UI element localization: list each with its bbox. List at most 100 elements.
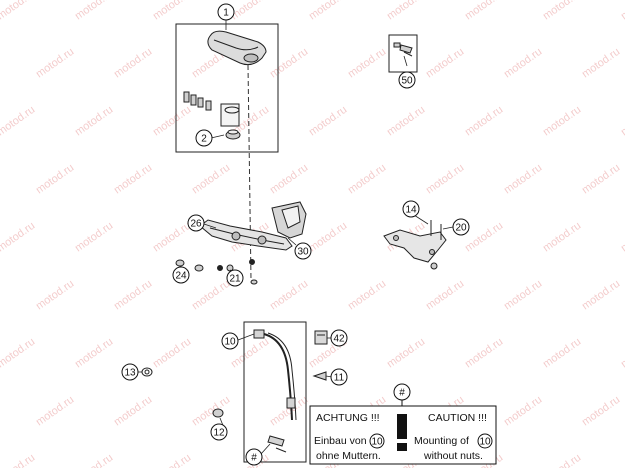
part-50-frame bbox=[388, 34, 418, 73]
watermark-text: motod.ru bbox=[619, 104, 625, 139]
callout-hash: # bbox=[245, 448, 263, 466]
watermark-text: motod.ru bbox=[112, 394, 154, 429]
watermark-text: motod.ru bbox=[502, 46, 544, 81]
callout-2: 2 bbox=[195, 129, 213, 147]
right-bracket-part bbox=[383, 220, 447, 270]
watermark-text: motod.ru bbox=[541, 0, 583, 22]
watermark-text: motod.ru bbox=[619, 220, 625, 255]
watermark-text: motod.ru bbox=[385, 104, 427, 139]
watermark-text: motod.ru bbox=[0, 336, 37, 371]
watermark-text: motod.ru bbox=[580, 46, 622, 81]
watermark-text: motod.ru bbox=[190, 394, 232, 429]
caution-notice: # ACHTUNG !!! CAUTION !!! Einbau von 10 … bbox=[309, 383, 497, 465]
part-42-icon bbox=[314, 330, 328, 345]
watermark-text: motod.ru bbox=[34, 278, 76, 313]
watermark-text: motod.ru bbox=[385, 336, 427, 371]
harness-frame bbox=[243, 321, 307, 463]
assembly-axis-line bbox=[247, 64, 252, 281]
exclamation-dot-icon bbox=[397, 443, 407, 451]
watermark-text: motod.ru bbox=[34, 394, 76, 429]
watermark-text: motod.ru bbox=[73, 104, 115, 139]
svg-text:1: 1 bbox=[223, 8, 229, 19]
watermark-text: motod.ru bbox=[619, 452, 625, 468]
callout-14: 14 bbox=[402, 200, 420, 218]
watermark-text: motod.ru bbox=[0, 0, 37, 22]
svg-text:26: 26 bbox=[190, 219, 202, 230]
notice-right-ref-circle bbox=[477, 433, 493, 449]
callout-11: 11 bbox=[330, 368, 348, 386]
watermark-text: motod.ru bbox=[190, 162, 232, 197]
watermark-text: motod.ru bbox=[151, 336, 193, 371]
watermark-text: motod.ru bbox=[502, 278, 544, 313]
notice-marker-circle bbox=[393, 383, 411, 401]
watermark-text: motod.ru bbox=[580, 278, 622, 313]
display-unit-part bbox=[207, 30, 267, 66]
main-bracket-part bbox=[199, 201, 307, 271]
watermark-text: motod.ru bbox=[307, 220, 349, 255]
notice-right-ref: 10 bbox=[479, 437, 491, 448]
part-12-icon bbox=[212, 408, 224, 418]
watermark-text: motod.ru bbox=[541, 104, 583, 139]
svg-text:10: 10 bbox=[224, 337, 236, 348]
notice-marker: # bbox=[399, 388, 405, 399]
svg-text:11: 11 bbox=[334, 373, 345, 384]
svg-text:30: 30 bbox=[297, 247, 309, 258]
callout-42: 42 bbox=[330, 329, 348, 347]
watermark-text: motod.ru bbox=[502, 162, 544, 197]
watermark-text: motod.ru bbox=[580, 162, 622, 197]
watermark-text: motod.ru bbox=[112, 162, 154, 197]
callout-10: 10 bbox=[221, 332, 239, 350]
watermark-text: motod.ru bbox=[73, 220, 115, 255]
watermark-text: motod.ru bbox=[112, 278, 154, 313]
watermark-text: motod.ru bbox=[0, 452, 37, 468]
svg-text:24: 24 bbox=[175, 271, 187, 282]
notice-left-line2: ohne Muttern. bbox=[316, 450, 381, 462]
watermark-text: motod.ru bbox=[619, 0, 625, 22]
part-11-icon bbox=[312, 371, 327, 381]
svg-text:14: 14 bbox=[405, 205, 417, 216]
watermark-text: motod.ru bbox=[151, 452, 193, 468]
callout-30: 30 bbox=[294, 242, 312, 260]
notice-right-line2: without nuts. bbox=[423, 450, 483, 462]
watermark-text: motod.ru bbox=[268, 278, 310, 313]
watermark-text: motod.ru bbox=[307, 0, 349, 22]
svg-text:42: 42 bbox=[333, 334, 345, 345]
watermark-text: motod.ru bbox=[541, 220, 583, 255]
wiring-harness-part bbox=[253, 329, 297, 453]
watermark-text: motod.ru bbox=[541, 452, 583, 468]
watermark-text: motod.ru bbox=[346, 162, 388, 197]
watermark-text: motod.ru bbox=[502, 394, 544, 429]
exclamation-icon bbox=[397, 414, 407, 439]
watermark-text: motod.ru bbox=[0, 220, 37, 255]
instrument-cluster-frame bbox=[175, 23, 279, 153]
watermark-text: motod.ru bbox=[424, 162, 466, 197]
notice-left-line1: Einbau von bbox=[314, 435, 367, 447]
watermark-text: motod.ru bbox=[151, 0, 193, 22]
callout-1: 1 bbox=[217, 3, 235, 21]
svg-text:21: 21 bbox=[229, 274, 241, 285]
callout-24: 24 bbox=[172, 266, 190, 284]
notice-right-line1: Mounting of bbox=[414, 435, 469, 447]
notice-left-ref-circle bbox=[369, 433, 385, 449]
svg-text:12: 12 bbox=[213, 428, 225, 439]
watermark-text: motod.ru bbox=[463, 336, 505, 371]
part-13-icon bbox=[141, 367, 153, 377]
svg-text:2: 2 bbox=[201, 134, 207, 145]
watermark-text: motod.ru bbox=[424, 278, 466, 313]
svg-text:13: 13 bbox=[124, 368, 136, 379]
watermark-text: motod.ru bbox=[619, 336, 625, 371]
watermark-text: motod.ru bbox=[112, 46, 154, 81]
watermark-text: motod.ru bbox=[229, 0, 271, 22]
watermark-text: motod.ru bbox=[73, 452, 115, 468]
mounting-brackets-part bbox=[183, 91, 241, 140]
watermark-text: motod.ru bbox=[0, 104, 37, 139]
watermark-text: motod.ru bbox=[73, 0, 115, 22]
watermark-text: motod.ru bbox=[268, 46, 310, 81]
watermark-text: motod.ru bbox=[541, 336, 583, 371]
watermark-text: motod.ru bbox=[580, 394, 622, 429]
watermark-text: motod.ru bbox=[34, 46, 76, 81]
watermark-text: motod.ru bbox=[190, 278, 232, 313]
callout-50: 50 bbox=[398, 71, 416, 89]
watermark-text: motod.ru bbox=[307, 104, 349, 139]
